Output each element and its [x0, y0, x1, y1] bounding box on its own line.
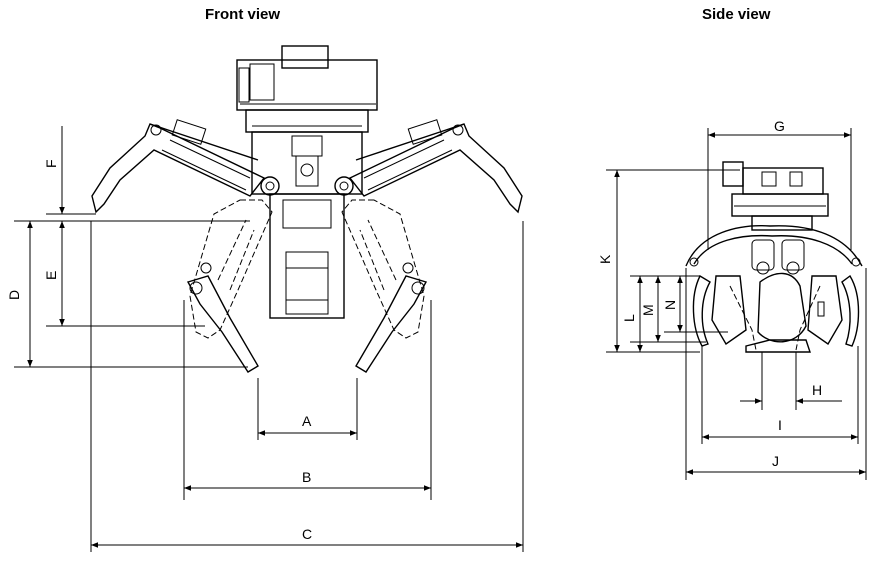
dim-label-g: G	[774, 118, 785, 134]
dim-label-d: D	[6, 290, 22, 300]
side-dimensions	[606, 128, 867, 480]
front-dimensions	[14, 126, 524, 552]
dim-label-j: J	[772, 453, 779, 469]
side-view-grapple	[685, 161, 863, 353]
dim-label-l: L	[621, 314, 637, 322]
dim-label-i: I	[778, 417, 782, 433]
dim-label-c: C	[302, 526, 312, 542]
dim-label-a: A	[302, 413, 312, 429]
dim-label-b: B	[302, 469, 311, 485]
side-view-title: Side view	[702, 6, 771, 23]
dim-label-e: E	[43, 271, 59, 280]
dim-label-n: N	[662, 300, 678, 310]
front-view-title: Front view	[205, 6, 281, 23]
dim-label-h: H	[812, 382, 822, 398]
dim-label-f: F	[43, 159, 59, 168]
dim-label-m: M	[640, 304, 656, 316]
dim-label-k: K	[597, 254, 613, 264]
front-view-grapple	[91, 45, 523, 373]
